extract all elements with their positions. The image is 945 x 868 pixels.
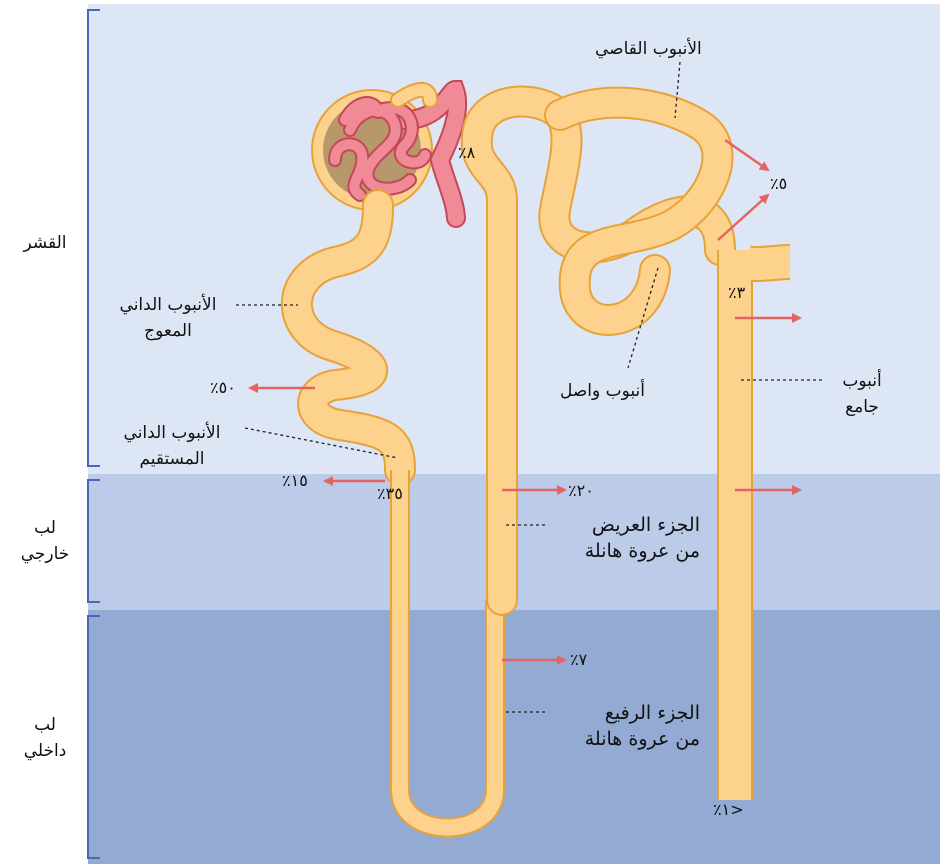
pct-collecting-top: ٣٪ [728,283,746,302]
glomerulus [328,96,432,202]
zone-label-outer-medulla-line1: لب [34,518,56,538]
zone-label-outer-medulla: لب خارجي [10,515,80,567]
pct-glomerulus: ٨٪ [458,143,476,162]
label-collecting-duct: أنبوب جامع [822,368,902,420]
zone-label-inner-medulla: لب داخلي [10,712,80,764]
label-proximal-straight: الأنبوب الداني المستقيم [102,420,242,472]
zone-label-cortex: القشر [23,233,67,253]
zone-label-outer-medulla-line2: خارجي [20,544,70,564]
arterioles [395,79,468,228]
nephron-tubule [280,85,791,838]
label-distal-tubule: الأنبوب القاصي [595,39,702,59]
inner-medulla-region [88,610,940,864]
label-thick-limb: الجزء العريض من عروة هانلة [540,512,700,564]
pct-proximal-convoluted: ٥٠٪ [210,378,236,397]
label-connecting-tubule: أنبوب واصل [560,381,646,401]
label-thin-limb-line1: الجزء الرفيع [604,702,700,724]
label-proximal-straight-line1: الأنبوب الداني [123,423,221,443]
arrow-connecting [717,193,770,241]
label-proximal-straight-line2: المستقيم [139,449,205,469]
label-collecting-duct-line2: جامع [845,397,879,417]
pct-collecting-bottom: <١٪ [713,800,744,819]
leader-lines [236,61,822,713]
pct-distal: ٥٪ [770,174,788,193]
label-thick-limb-line1: الجزء العريض [591,514,700,536]
label-proximal-convoluted-line2: المعوج [144,321,192,341]
pct-proximal-straight: ٣٥٪ [377,484,403,503]
label-thin-limb: الجزء الرفيع من عروة هانلة [540,700,700,752]
zone-label-inner-medulla-line1: لب [34,715,56,735]
pct-thick-limb: ٢٠٪ [568,481,594,500]
label-proximal-convoluted-line1: الأنبوب الداني [119,295,217,315]
label-collecting-duct-line1: أنبوب [842,371,882,391]
zone-brackets [87,9,100,859]
pct-thin-limb: ٧٪ [570,650,588,669]
label-proximal-convoluted: الأنبوب الداني المعوج [98,292,238,344]
zone-label-inner-medulla-line2: داخلي [23,741,67,761]
pct-proximal-straight-out: ١٥٪ [282,471,308,490]
arrow-distal [724,138,770,172]
reabsorption-arrows [248,138,802,665]
label-thick-limb-line2: من عروة هانلة [584,540,700,562]
label-thin-limb-line2: من عروة هانلة [584,728,700,750]
